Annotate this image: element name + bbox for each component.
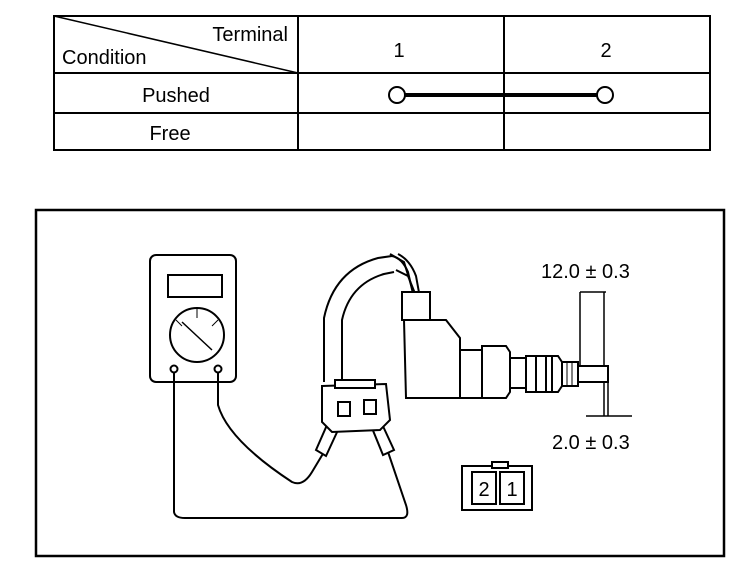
ohmmeter-icon xyxy=(149,254,237,383)
connector-pin-label-1: 1 xyxy=(506,479,517,501)
connector-pin-diagram xyxy=(461,461,533,511)
meter-display xyxy=(167,274,223,298)
meter-probe-jack-right xyxy=(213,364,223,374)
connector-pin-label-2: 2 xyxy=(478,479,489,501)
dimension-12mm-label: 12.0 ± 0.3 xyxy=(541,261,630,283)
row-label-free: Free xyxy=(149,123,190,145)
header-condition-label: Condition xyxy=(62,47,147,69)
test-leads xyxy=(173,372,409,519)
dimension-2mm-label: 2.0 ± 0.3 xyxy=(552,432,630,454)
column-header-terminal-1: 1 xyxy=(393,40,404,62)
dimension-lines xyxy=(579,291,632,417)
header-terminal-label: Terminal xyxy=(212,24,288,46)
row-label-pushed: Pushed xyxy=(142,85,210,107)
brake-switch xyxy=(401,291,609,399)
header-diagonal xyxy=(53,15,299,74)
meter-probe-jack-left xyxy=(169,364,179,374)
switch-plunger xyxy=(577,365,609,383)
harness-connector xyxy=(321,379,392,434)
column-header-terminal-2: 2 xyxy=(600,40,611,62)
continuity-symbol-pushed xyxy=(388,86,614,104)
illustration-frame xyxy=(34,208,726,558)
continuity-table xyxy=(53,15,711,151)
switch-harness xyxy=(323,253,421,382)
